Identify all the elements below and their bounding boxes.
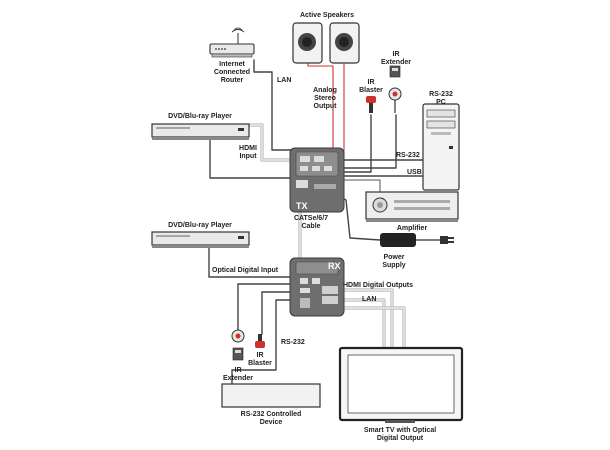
router (209, 27, 255, 58)
smart-tv (338, 346, 464, 423)
label-ir-blaster-bottom-1: IR (257, 352, 264, 359)
label-ir-extender-bottom-2: Extender (223, 375, 253, 382)
ir-extender-bottom (231, 329, 245, 361)
label-rx: RX (328, 261, 341, 271)
label-ir-blaster-top-1: IR (368, 79, 375, 86)
rs232-bottom-cable (231, 299, 299, 385)
label-cat-cable-2: Cable (301, 223, 320, 230)
ir-extender-top (388, 65, 402, 113)
label-hdmi-input-2: Input (239, 153, 257, 160)
label-analog-3: Output (314, 103, 338, 110)
label-tx: TX (296, 201, 308, 211)
label-rs232-bottom: RS-232 (281, 339, 305, 346)
label-analog-2: Stereo (314, 95, 336, 102)
label-power-supply-2: Supply (382, 262, 405, 269)
label-dvd-top: DVD/Blu-ray Player (168, 113, 232, 120)
label-lan-top: LAN (277, 77, 291, 84)
label-rs232-device-1: RS-232 Controlled (241, 411, 302, 418)
active-speakers (292, 22, 360, 64)
ir-blaster-cable-top (339, 114, 372, 173)
amplifier-audio-cable (337, 179, 381, 194)
ir-extender-cable-top (339, 114, 397, 169)
label-router-1: Internet (219, 61, 245, 68)
label-router-2: Connected (214, 69, 250, 76)
label-rs232-pc-2: PC (436, 99, 446, 106)
rx-extender (289, 257, 345, 317)
label-rs232-device-2: Device (260, 419, 283, 426)
label-power-supply-1: Power (383, 254, 404, 261)
ir-extender-cable-bottom (237, 283, 295, 331)
optical-input-cable (208, 247, 295, 278)
label-dvd-bottom: DVD/Blu-ray Player (168, 222, 232, 229)
label-ir-extender-bottom-1: IR (235, 367, 242, 374)
label-lan-bottom: LAN (362, 296, 376, 303)
tx-extender (289, 147, 345, 213)
label-ir-extender-top-1: IR (393, 51, 400, 58)
label-ir-blaster-bottom-2: Blaster (248, 360, 272, 367)
analog-audio-cable-left (307, 63, 334, 161)
label-cat-cable-1: CATSe/6/7 (294, 215, 328, 222)
power-supply (380, 233, 454, 247)
label-smart-tv-2: Digital Output (377, 435, 424, 442)
label-ir-extender-top-2: Extender (381, 59, 411, 66)
dvd-top-aux-cable (209, 136, 296, 179)
label-rs232-pc-1: RS-232 (429, 91, 453, 98)
ir-blaster-cable-bottom (261, 291, 297, 335)
label-active-speakers: Active Speakers (300, 12, 354, 19)
rs232-device (221, 383, 321, 408)
label-analog-1: Analog (313, 87, 337, 94)
label-ir-blaster-top-2: Blaster (359, 87, 383, 94)
label-smart-tv-1: Smart TV with Optical (364, 427, 436, 434)
dvd-player-top (151, 123, 250, 140)
lan-cable-bottom (340, 306, 406, 350)
label-router-3: Router (221, 77, 244, 84)
label-amplifier: Amplifier (397, 225, 428, 232)
pc-tower (422, 103, 460, 191)
ir-blaster-bottom (255, 334, 265, 348)
label-rs232-top: RS-232 (396, 152, 420, 159)
label-optical-in: Optical Digital Input (212, 267, 279, 274)
label-usb: USB (407, 169, 422, 176)
lan-cable-top (253, 59, 297, 151)
amplifier (365, 191, 459, 222)
ir-blaster-top (366, 96, 376, 113)
label-hdmi-input-1: HDMI (239, 145, 257, 152)
label-hdmi-outputs: HDMI Digital Outputs (343, 282, 413, 289)
dvd-player-bottom (151, 231, 250, 248)
